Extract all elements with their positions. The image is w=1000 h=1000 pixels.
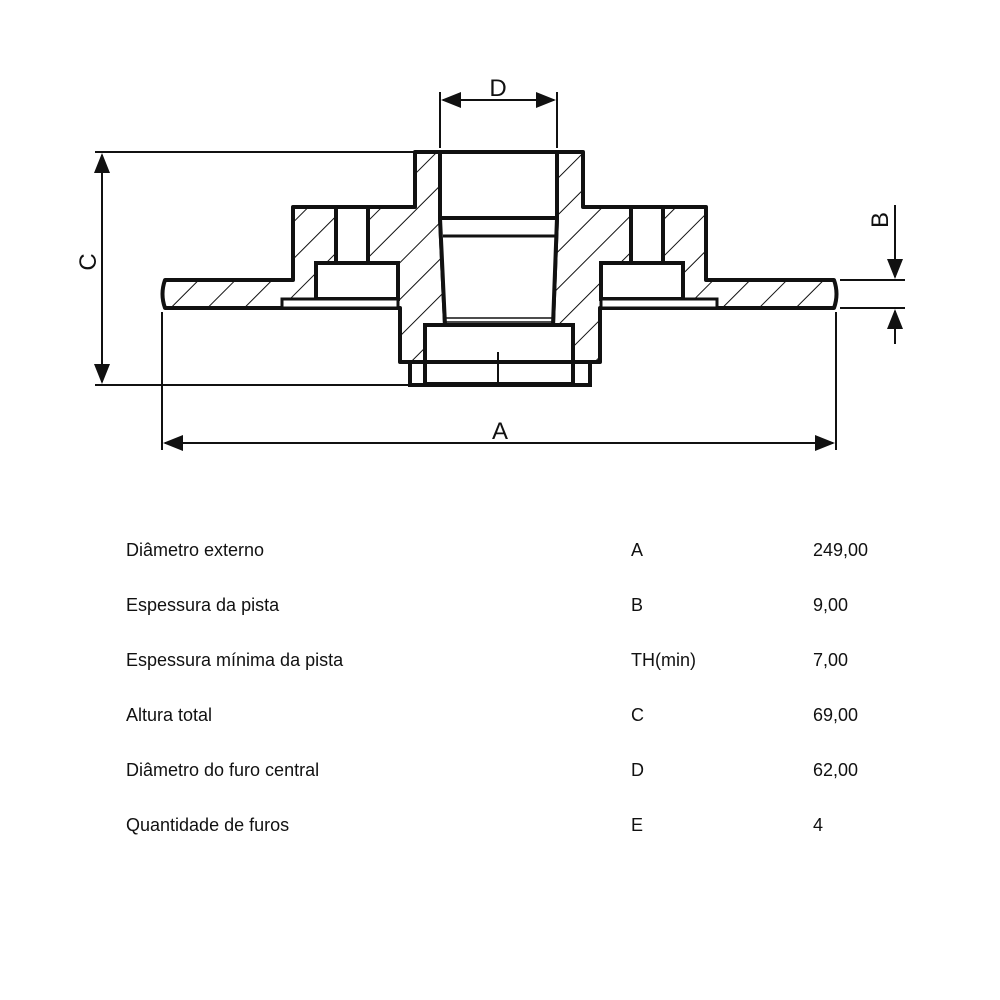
spec-code: E [631,815,644,835]
spec-value: 4 [813,815,824,835]
spec-name: Espessura mínima da pista [126,650,344,670]
dimension-lines [94,92,905,451]
spec-value: 249,00 [813,540,869,560]
dimension-label-a: A [492,418,508,445]
spec-name: Quantidade de furos [126,815,290,835]
table-row: Espessura da pista B 9,00 [0,595,1000,619]
spec-code: C [631,705,644,725]
spec-name: Espessura da pista [126,595,280,615]
dimension-label-c: C [75,253,102,270]
spec-name: Diâmetro externo [126,540,265,560]
spec-name: Diâmetro do furo central [126,760,320,780]
table-row: Diâmetro externo A 249,00 [0,540,1000,564]
spec-value: 9,00 [813,595,849,615]
table-row: Espessura mínima da pista TH(min) 7,00 [0,650,1000,674]
table-row: Quantidade de furos E 4 [0,815,1000,839]
spec-code: B [631,595,644,615]
spec-value: 69,00 [813,705,859,725]
spec-code: D [631,760,644,780]
spec-code: A [631,540,644,560]
cavities [280,150,719,387]
spec-value: 62,00 [813,760,859,780]
table-row: Diâmetro do furo central D 62,00 [0,760,1000,784]
table-row: Altura total C 69,00 [0,705,1000,729]
dimension-label-d: D [489,75,506,102]
spec-code: TH(min) [631,650,696,670]
dimension-label-b: B [867,212,894,228]
spec-value: 7,00 [813,650,849,670]
spec-name: Altura total [126,705,213,725]
brake-disc-section-drawing: D C A B [75,75,905,451]
